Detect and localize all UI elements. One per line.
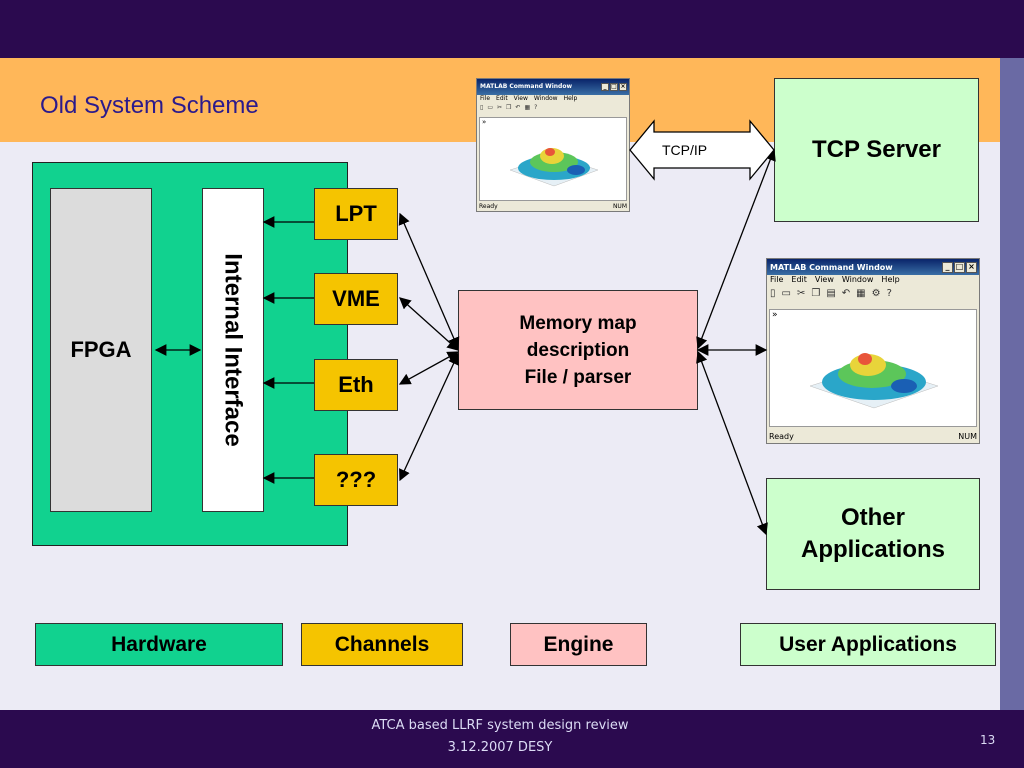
matlab-statusbar: Ready NUM <box>479 203 627 210</box>
menu-help: Help <box>563 94 578 102</box>
fpga-box: FPGA <box>50 188 152 512</box>
legend-hardware: Hardware <box>35 623 283 666</box>
channel-unknown: ??? <box>314 454 398 506</box>
tcp-ip-double-arrow <box>629 119 775 181</box>
top-band <box>0 0 1024 58</box>
engine-line-2: description <box>526 339 630 361</box>
matlab-titlebar: MATLAB Command Window _□× <box>477 79 629 95</box>
menu-edit: Edit <box>791 275 807 284</box>
status-num: NUM <box>958 432 977 441</box>
menu-file: File <box>770 275 784 284</box>
other-apps-line-1: Other <box>840 504 905 531</box>
legend-user-applications: User Applications <box>740 623 996 666</box>
channel-vme: VME <box>314 273 398 325</box>
minimize-icon: _ <box>942 261 953 273</box>
arrow-unknown-engine <box>399 352 459 482</box>
menu-file: File <box>480 94 491 102</box>
menu-view: View <box>513 94 528 102</box>
arrow-lpt-engine <box>398 212 460 350</box>
status-num: NUM <box>612 203 627 210</box>
other-applications-box: Other Applications <box>766 478 980 590</box>
surface-plot-icon <box>509 148 599 187</box>
undo-icon: ↶ <box>515 103 521 111</box>
close-icon: × <box>966 261 977 273</box>
tcp-ip-label: TCP/IP <box>662 142 708 158</box>
arrow-vme-engine <box>399 297 459 351</box>
surface-plot-icon <box>809 353 939 409</box>
matlab-statusbar: Ready NUM <box>769 432 977 441</box>
help-icon: ? <box>886 288 892 299</box>
right-band <box>1000 58 1024 710</box>
arrow-eth-engine <box>398 351 460 385</box>
matlab-toolbar: ▯ ▭ ✂ ❐ ↶ ▦ ? <box>477 104 629 114</box>
workspace-icon: ▦ <box>856 288 866 299</box>
menu-help: Help <box>881 275 900 284</box>
maximize-icon: □ <box>954 261 965 273</box>
simulink-icon: ⚙ <box>871 288 881 299</box>
menu-view: View <box>814 275 834 284</box>
cut-icon: ✂ <box>796 288 806 299</box>
arrow-engine-other-apps <box>696 350 768 536</box>
other-apps-line-2: Applications <box>800 536 945 563</box>
matlab-titlebar: MATLAB Command Window _□× <box>767 259 979 275</box>
menu-window: Window <box>841 275 874 284</box>
engine-line-3: File / parser <box>524 366 632 388</box>
channel-lpt: LPT <box>314 188 398 240</box>
legend-channels: Channels <box>301 623 463 666</box>
matlab-title: MATLAB Command Window <box>770 262 893 272</box>
workspace-icon: ▦ <box>524 103 531 111</box>
channel-eth: Eth <box>314 359 398 411</box>
footer-line-2: 3.12.2007 DESY <box>447 740 553 755</box>
footer-line-1: ATCA based LLRF system design review <box>371 718 629 733</box>
matlab-title: MATLAB Command Window <box>480 83 573 91</box>
footer-band <box>0 710 1024 768</box>
matlab-menubar: File Edit View Window Help <box>767 275 979 288</box>
status-ready: Ready <box>479 203 498 210</box>
legend-engine: Engine <box>510 623 647 666</box>
close-icon: × <box>619 82 627 91</box>
arrow-engine-tcp-server <box>696 148 776 350</box>
matlab-command-pane: » <box>479 117 627 201</box>
menu-window: Window <box>533 94 558 102</box>
matlab-prompt: » <box>482 118 487 126</box>
new-file-icon: ▯ <box>480 103 484 111</box>
maximize-icon: □ <box>610 82 618 91</box>
matlab-menubar: File Edit View Window Help <box>477 95 629 104</box>
cut-icon: ✂ <box>496 103 503 111</box>
minimize-icon: _ <box>601 82 609 91</box>
open-folder-icon: ▭ <box>487 103 493 111</box>
help-icon: ? <box>534 103 538 111</box>
engine-line-1: Memory map <box>519 312 637 334</box>
page-number: 13 <box>980 733 996 747</box>
matlab-window-large: MATLAB Command Window _□× File Edit View… <box>766 258 980 444</box>
copy-icon: ❐ <box>811 288 821 299</box>
matlab-command-pane: » <box>769 309 977 427</box>
menu-edit: Edit <box>496 94 508 102</box>
slide-title: Old System Scheme <box>40 92 259 119</box>
paste-icon: ▤ <box>826 288 836 299</box>
undo-icon: ↶ <box>841 288 851 299</box>
copy-icon: ❐ <box>506 103 512 111</box>
internal-interface-box: Internal Interface <box>202 188 264 512</box>
status-ready: Ready <box>769 432 794 441</box>
matlab-window-small: MATLAB Command Window _□× File Edit View… <box>476 78 630 212</box>
engine-box: Memory map description File / parser <box>458 290 698 410</box>
open-folder-icon: ▭ <box>781 288 791 299</box>
